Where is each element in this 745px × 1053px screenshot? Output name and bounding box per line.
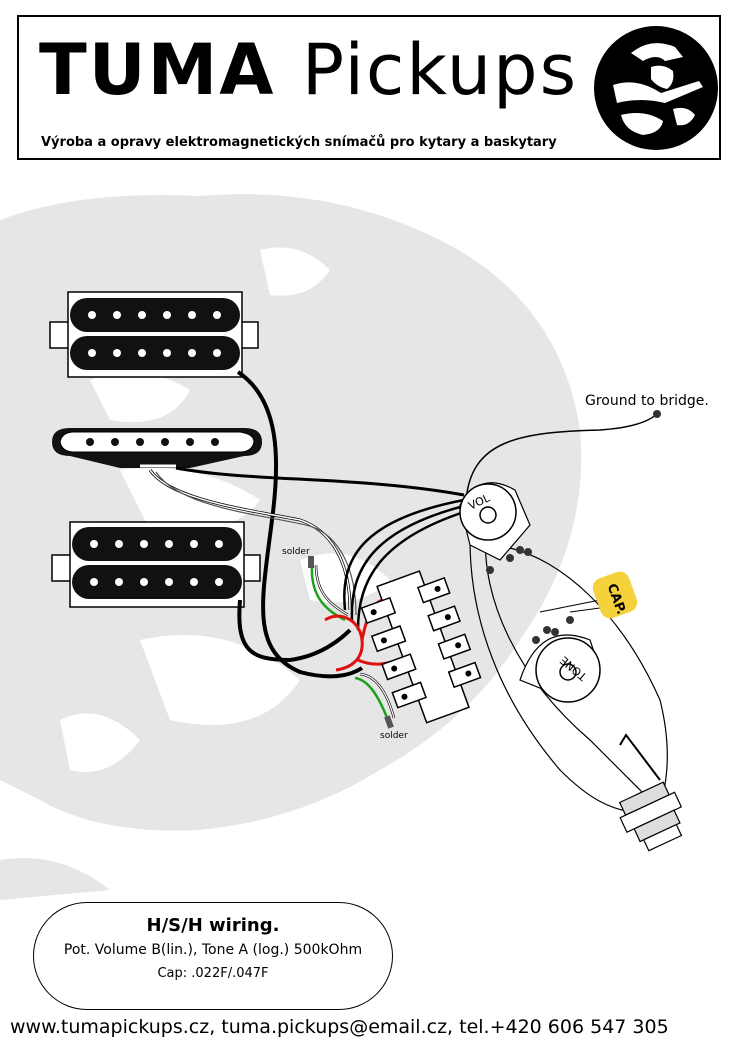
ground-terminal: [653, 410, 661, 418]
volume-pot: VOL: [459, 482, 532, 574]
switch-to-volume-wire-2: [350, 504, 465, 621]
wiring-title: H/S/H wiring.: [146, 915, 280, 936]
switch-to-volume-wire-1: [343, 498, 465, 611]
solder-label-top: solder: [282, 547, 310, 557]
ground-shield-wire: [469, 539, 631, 813]
switch-to-volume-wire-3: [356, 510, 465, 631]
jack-hot-wire: [619, 733, 661, 781]
ground-label: Ground to bridge.: [585, 393, 709, 409]
pot-spec: Pot. Volume B(lin.), Tone A (log.) 500kO…: [63, 942, 363, 958]
wiring-diagram: Ground to bridge.: [0, 194, 709, 900]
volume-to-jack-wire: [484, 529, 651, 801]
single-coil-wire-2: [155, 471, 357, 616]
brand-title: TUMA Pickups: [39, 35, 578, 105]
header-banner: TUMA Pickups Výroba a opravy elektromagn…: [17, 15, 721, 160]
neck-ground-cable: [236, 370, 364, 679]
brand-name-pickups: Pickups: [301, 29, 579, 111]
cap-spec: Cap: .022F/.047F: [157, 966, 269, 981]
volume-to-tone-wire: [509, 547, 668, 791]
five-way-switch: [360, 570, 482, 724]
capacitor: CAP.: [539, 571, 638, 619]
info-box: H/S/H wiring. Pot. Volume B(lin.), Tone …: [33, 902, 393, 1010]
bridge-humbucker: [51, 521, 261, 608]
middle-single-coil: [52, 428, 262, 468]
brand-name-tuma: TUMA: [39, 29, 276, 111]
solder-label-bottom: solder: [380, 731, 408, 741]
ground-wire: [465, 413, 658, 503]
output-jack: [618, 781, 683, 852]
contact-footer: www.tumapickups.cz, tuma.pickups@email.c…: [10, 1016, 669, 1038]
skull-watermark-highlights: [60, 247, 390, 772]
neck-humbucker: [49, 291, 259, 378]
bridge-ground-cable: [237, 599, 352, 663]
guitarist-logo-icon: [594, 26, 718, 150]
green-wire-bottom: [354, 676, 390, 721]
tagline: Výroba a opravy elektromagnetických sním…: [41, 135, 557, 150]
single-coil-hot-wire: [175, 466, 465, 497]
tone-pot: TONE: [519, 616, 601, 703]
